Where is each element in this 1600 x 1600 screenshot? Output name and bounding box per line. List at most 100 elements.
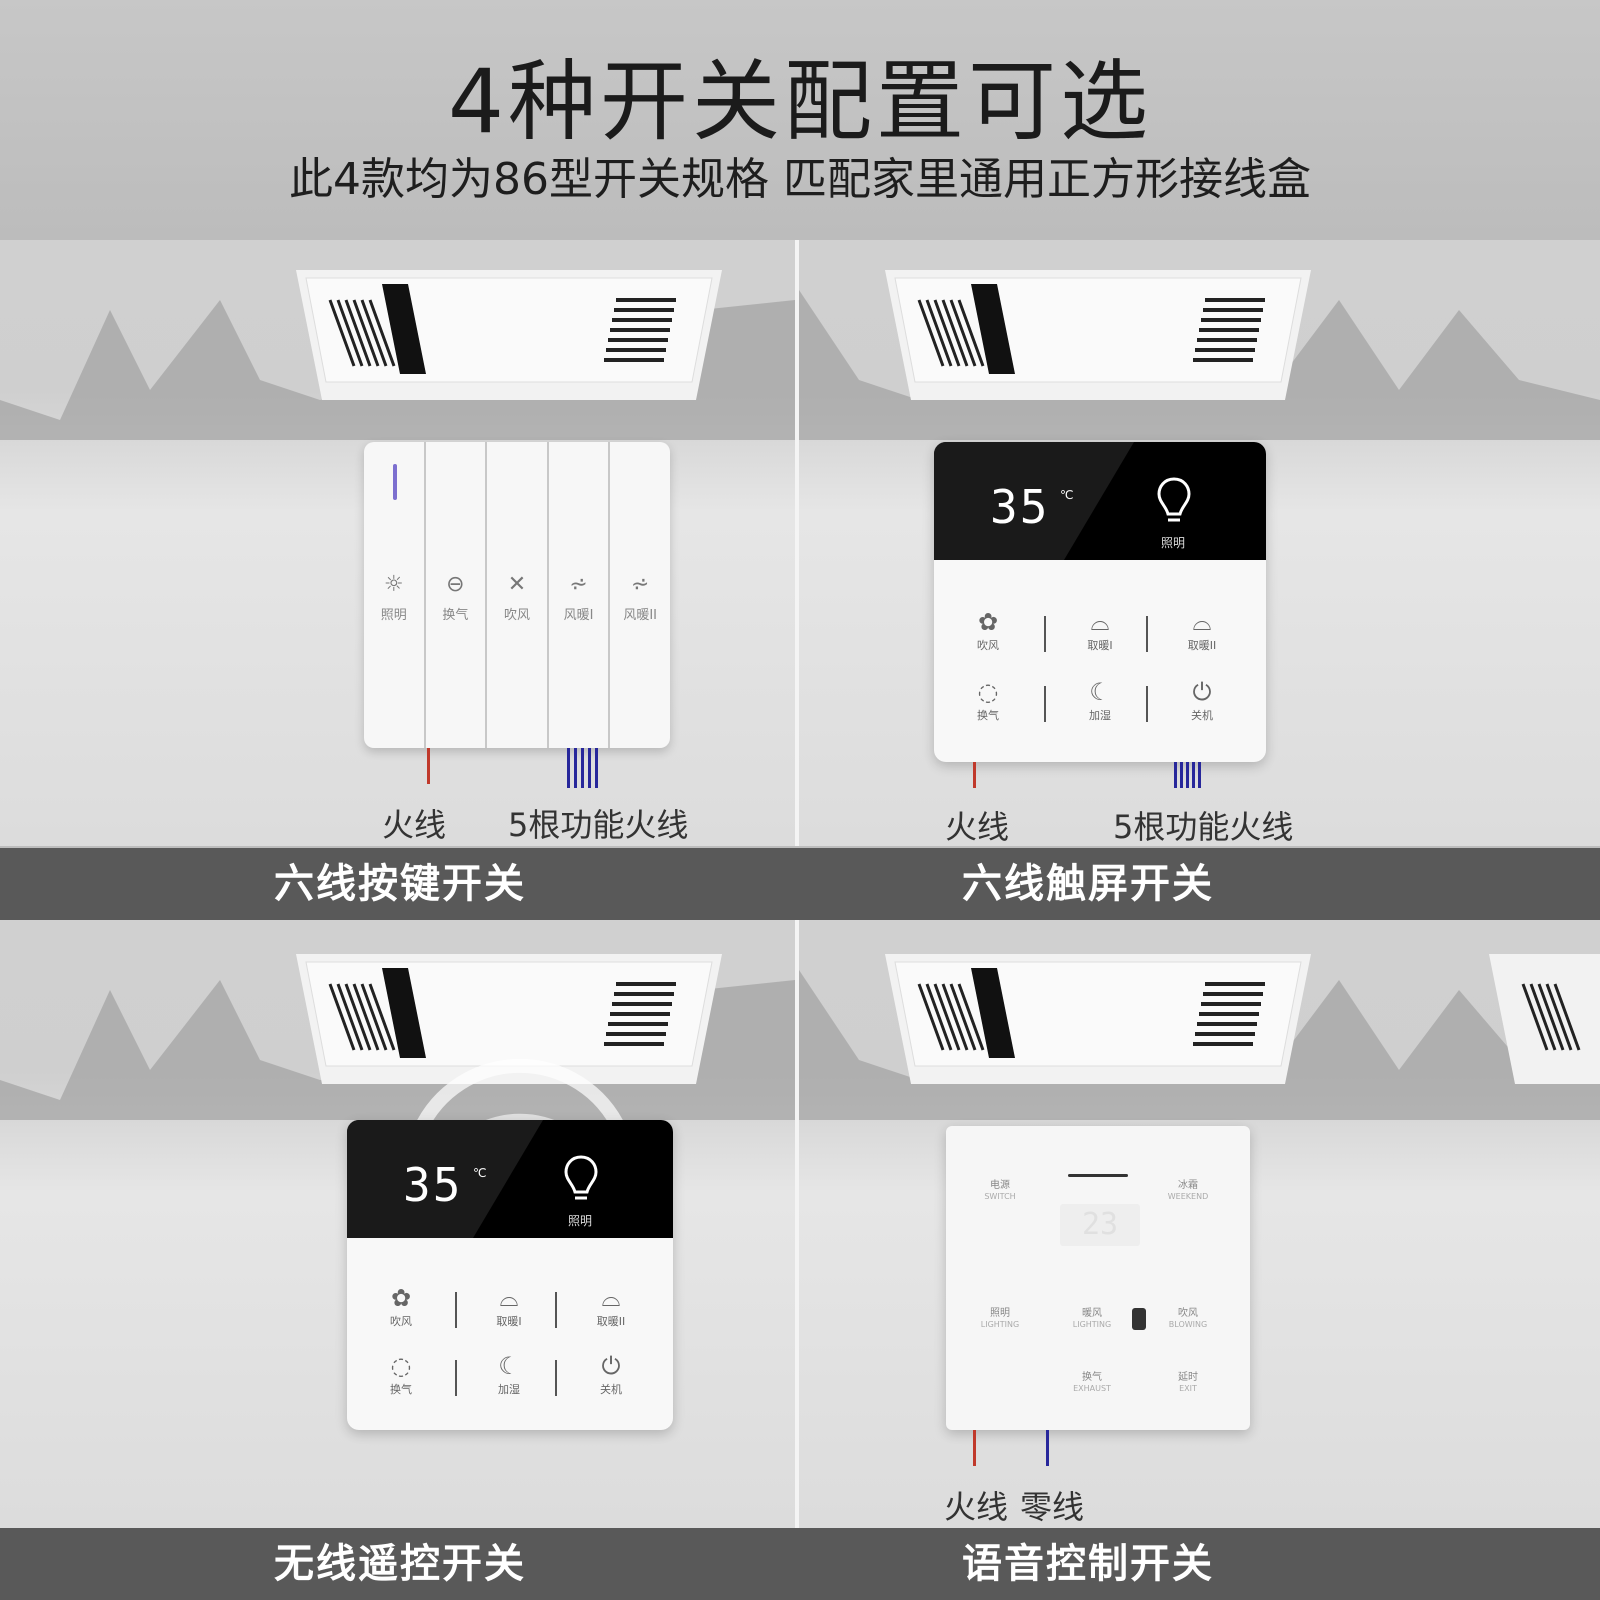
remote-btn-power[interactable]: ⏻关机 [571,1354,651,1397]
function-wire [567,748,570,788]
light-label: 照明 [567,1214,592,1228]
btn-sublabel: SWITCH [984,1192,1016,1201]
label-bar-top: 六线按键开关 六线触屏开关 [0,848,1600,920]
ceiling-heater-partial [1489,954,1600,1084]
live-wire-label: 火线 [945,808,1010,846]
btn-label: 取暖I [496,1315,522,1328]
btn-label: 取暖I [1087,639,1113,652]
key-label: 风暖II [623,608,657,623]
remote-btn-heat-1[interactable]: ⌓取暖I [469,1286,549,1329]
page-subtitle: 此4款均为86型开关规格 匹配家里通用正方形接线盒 [289,154,1311,205]
btn-label: 关机 [600,1383,622,1396]
touch-btn-heat-1[interactable]: ⌓取暖I [1060,610,1140,653]
btn-label: 加湿 [1089,709,1111,722]
live-wire-label: 火线 [382,806,447,844]
ventilation-icon: ◌ [390,1352,412,1380]
key-heat-2[interactable]: ⩫ 风暖II [610,442,670,748]
panel-touch-switch: 35 ℃ 照明 ✿吹风 ⌓取暖I ⌓取暖II ◌换气 ☾ 加湿 ⏻关机 火线 5根… [799,240,1600,846]
function-wire [1192,762,1195,788]
function-wire [574,748,577,788]
temperature-display: 35 [990,480,1050,534]
bulb-icon[interactable] [1156,476,1192,528]
btn-sublabel: LIGHTING [980,1320,1020,1329]
remote-btn-vent[interactable]: ◌ 换气 [361,1354,441,1397]
btn-sublabel: EXHAUST [1073,1384,1111,1393]
btn-sublabel: LIGHTING [1072,1320,1112,1329]
ventilation-icon: ⊖ [446,572,465,597]
label-remote-switch: 无线遥控开关 [274,1541,526,1587]
touch-switch-panel: 35 ℃ 照明 ✿吹风 ⌓取暖I ⌓取暖II ◌换气 ☾ 加湿 ⏻关机 [934,442,1266,762]
remote-btn-heat-2[interactable]: ⌓取暖II [571,1286,651,1329]
fan-icon: ✕ [507,572,527,597]
live-wire [427,748,430,784]
touch-screen: 35 ℃ 照明 [934,442,1266,560]
ceiling-heater [885,954,1311,1084]
touch-btn-humidify[interactable]: ☾ 加湿 [1060,680,1140,723]
humidify-icon: ☾ [1089,678,1111,706]
page-title: 4种开关配置可选 [448,50,1152,153]
key-ventilation[interactable]: ⊖ 换气 [426,442,488,748]
btn-label: 换气 [1082,1372,1102,1383]
btn-sublabel: WEEKEND [1167,1192,1209,1201]
fan-icon: ✿ [390,1284,412,1312]
ceiling-heater [296,954,722,1084]
label-key-switch: 六线按键开关 [274,861,526,907]
touch-btn-heat-2[interactable]: ⌓取暖II [1162,610,1242,653]
key-label: 换气 [442,608,469,623]
wall-peaks [0,300,795,440]
key-label: 照明 [380,608,407,623]
divider [1146,616,1148,652]
heat-icon: ⌓ [601,1284,621,1312]
function-wire [1186,762,1189,788]
divider [455,1292,457,1328]
humidify-icon: ☾ [498,1352,520,1380]
live-wire [973,1430,976,1466]
heat-icon: ⩫ [630,572,650,597]
touch-btn-vent[interactable]: ◌换气 [948,680,1028,723]
remote-btn-blow[interactable]: ✿吹风 [361,1286,441,1329]
label-voice-switch: 语音控制开关 [962,1541,1214,1587]
key-blow[interactable]: ✕吹风 [487,442,549,748]
key-lighting[interactable]: ☼ 照明 [364,442,426,748]
btn-label: 换气 [977,709,999,722]
bulb-icon[interactable] [563,1154,599,1206]
touch-btn-blow[interactable]: ✿吹风 [948,610,1028,653]
panel-divider [795,240,799,846]
panel-remote-switch: 35 ℃ 照明 ✿吹风 ⌓取暖I ⌓取暖II ◌换气 ☾加湿 ⏻关机 [0,920,795,1528]
btn-label: 暖风 [1082,1308,1102,1319]
btn-label: 吹风 [977,639,999,652]
touch-btn-power[interactable]: ⏻关机 [1162,680,1242,723]
btn-label: 吹风 [1178,1308,1198,1319]
function-wire [1198,762,1201,788]
lighting-icon: ☼ [383,572,404,597]
voice-display: 23 [1060,1204,1140,1246]
btn-label: 换气 [390,1383,412,1396]
neutral-wire-label: 零线 [1020,1488,1085,1526]
function-wire [1174,762,1177,788]
btn-label: 冰霜 [1178,1180,1198,1191]
remote-panel: 35 ℃ 照明 ✿吹风 ⌓取暖I ⌓取暖II ◌换气 ☾加湿 ⏻关机 [347,1120,673,1430]
function-wire [595,748,598,788]
microphone-icon [1132,1308,1146,1330]
remote-btn-humidify[interactable]: ☾加湿 [469,1354,549,1397]
label-touch-switch: 六线触屏开关 [962,861,1214,907]
btn-label: 延时 [1178,1372,1198,1383]
function-wire-label: 5根功能火线 [1113,808,1294,846]
key-heat-1[interactable]: ⩫风暖I [549,442,611,748]
temperature-unit: ℃ [1060,488,1074,502]
divider [1044,686,1046,722]
btn-sublabel: EXIT [1179,1384,1197,1393]
ceiling-heater [885,270,1311,400]
light-label: 照明 [1160,536,1185,550]
function-wire [1180,762,1183,788]
indicator-led [393,464,397,500]
divider [455,1360,457,1396]
